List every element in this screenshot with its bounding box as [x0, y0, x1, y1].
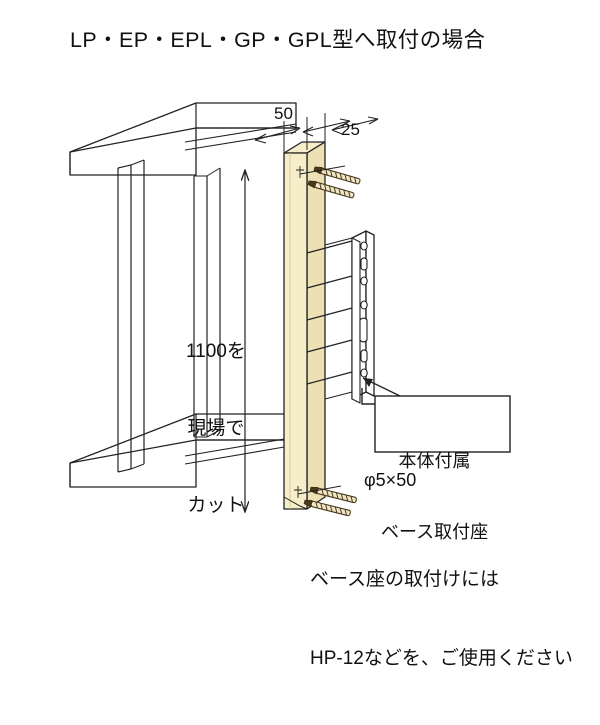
dimension-label-50: 50	[274, 104, 293, 123]
base-note-line-1: ベース座の取付けには	[310, 569, 500, 591]
callout-label: 本体付属 ベース取付座	[381, 402, 488, 592]
screw-spec-label: φ5×50	[364, 470, 417, 490]
callout-box-base-plate	[361, 377, 511, 453]
frame-cross-rails	[184, 123, 297, 465]
cut-note: 1100を 現場で カット	[186, 288, 246, 570]
screw-pair-top	[296, 165, 361, 199]
base-mounting-rail	[306, 230, 375, 404]
frame-vertical-slats	[117, 159, 221, 473]
frame-top-beam	[69, 102, 297, 176]
callout-line-1: 本体付属	[398, 450, 471, 471]
installation-diagram	[69, 102, 511, 517]
cut-note-line-3: カット	[187, 495, 245, 517]
frame-bottom-beam	[69, 413, 297, 488]
wooden-post	[283, 141, 326, 510]
top-dimension-markers	[254, 113, 379, 158]
dimension-label-25: 25	[341, 120, 360, 139]
base-installation-note: ベース座の取付けには HP-12などを、ご使用ください	[310, 515, 573, 725]
page-title: LP・EP・EPL・GP・GPL型へ取付の場合	[70, 28, 486, 52]
callout-line-2: ベース取付座	[381, 521, 489, 542]
cut-note-line-2: 現場で	[187, 418, 245, 440]
screw-pair-bottom	[283, 485, 357, 517]
wooden-frame	[69, 102, 297, 488]
cut-note-line-1: 1100を	[186, 341, 246, 363]
base-note-line-2: HP-12などを、ご使用ください	[310, 648, 573, 670]
diagram-canvas: LP・EP・EPL・GP・GPL型へ取付の場合 50 25 1100を 現場で …	[69, 28, 573, 669]
